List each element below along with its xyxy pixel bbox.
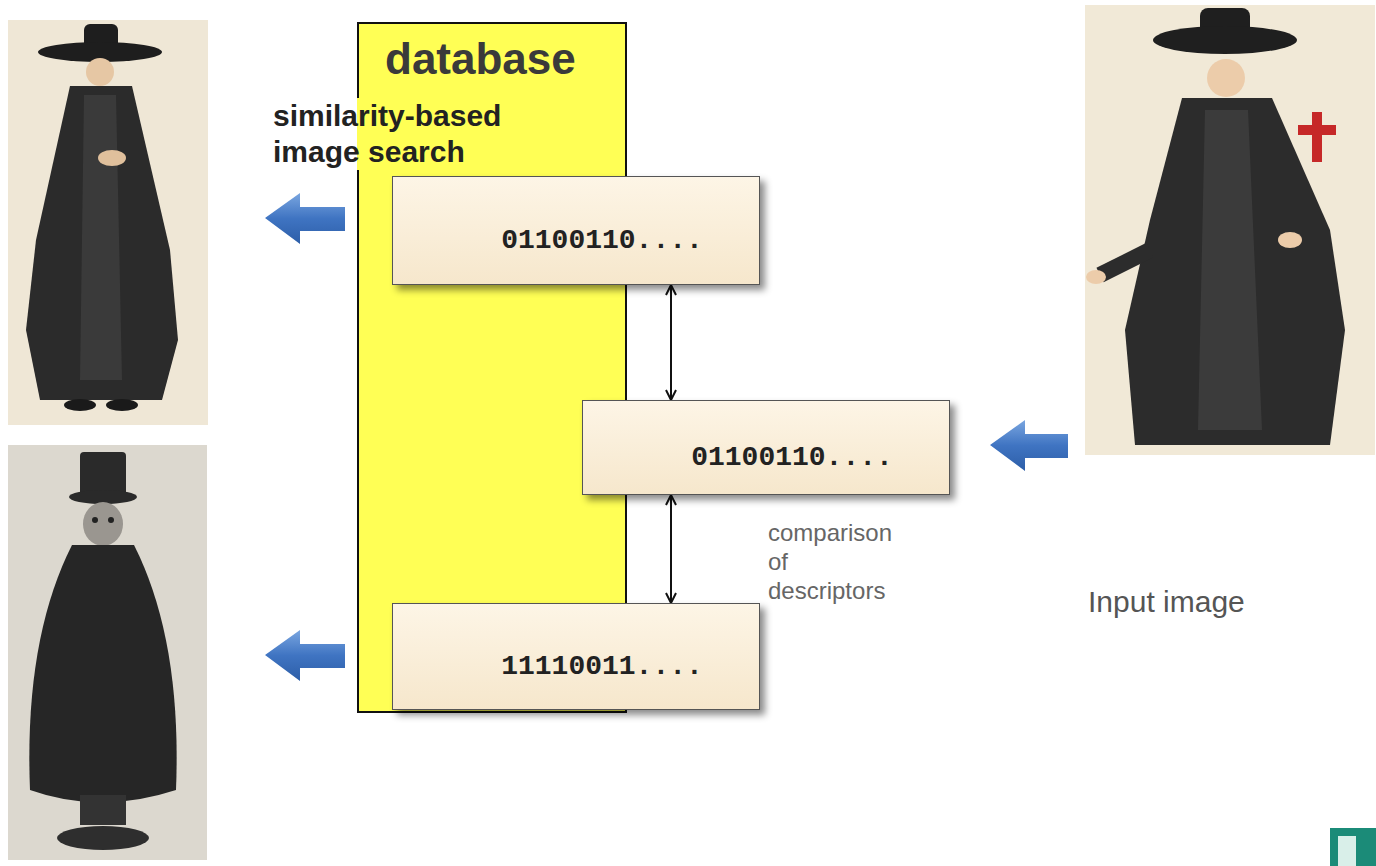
input-label: Input image bbox=[1088, 585, 1368, 619]
comparison-label: comparison of descriptors bbox=[768, 518, 908, 605]
descriptor-box: 01100110.... bbox=[392, 176, 760, 285]
descriptor-bits: 01100110.... bbox=[691, 442, 893, 473]
descriptor-box: 01100110.... bbox=[582, 400, 950, 495]
result-arrow bbox=[265, 193, 345, 244]
descriptor-bits: 01100110.... bbox=[501, 225, 703, 256]
comparison-connector bbox=[670, 495, 672, 603]
input-figure bbox=[1085, 5, 1375, 455]
descriptor-bits: 11110011.... bbox=[501, 651, 703, 682]
top-hat-figure bbox=[8, 445, 207, 860]
descriptor-box: 11110011.... bbox=[392, 603, 760, 710]
database-title: database bbox=[385, 34, 576, 84]
search-label: similarity-based image search bbox=[273, 98, 573, 170]
input-arrow bbox=[990, 420, 1068, 471]
result-arrow bbox=[265, 630, 345, 681]
cleric-figure bbox=[8, 20, 208, 425]
logo bbox=[1330, 828, 1376, 866]
comparison-connector bbox=[670, 285, 672, 400]
